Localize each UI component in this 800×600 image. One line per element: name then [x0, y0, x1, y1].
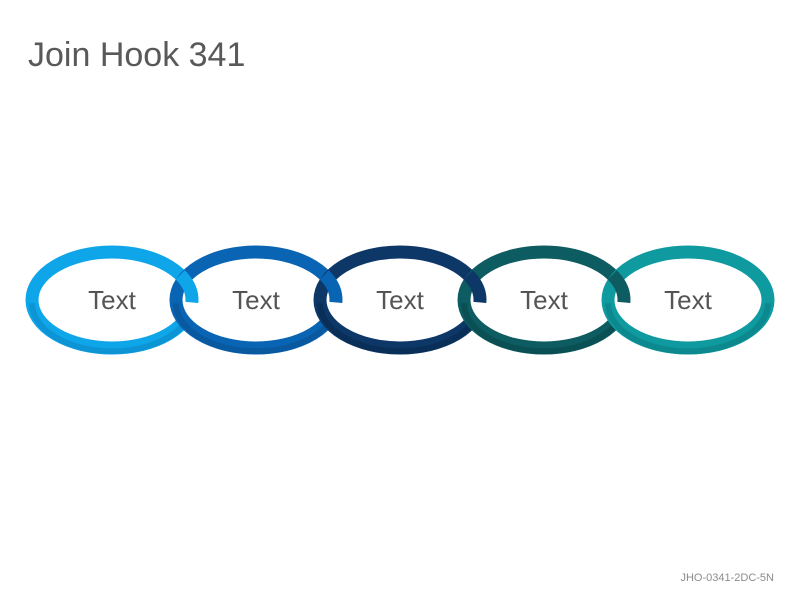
chain-link-4 — [457, 245, 631, 355]
chain-interlock-2 — [319, 270, 343, 303]
chain-interlock-1 — [175, 270, 199, 303]
chain-link-label-4: Text — [520, 285, 568, 315]
chain-ring-5 — [601, 245, 775, 355]
chain-ring-shade-5 — [605, 303, 771, 355]
chain-link-5 — [601, 245, 775, 355]
chain-link-label-3: Text — [376, 285, 424, 315]
chain-link-label-1: Text — [88, 285, 136, 315]
footer-code: JHO-0341-2DC-5N — [680, 572, 774, 584]
chain-link-label-5: Text — [664, 285, 712, 315]
chain-interlock-3 — [463, 270, 487, 303]
page-title: Join Hook 341 — [28, 36, 246, 74]
chain-link-label-2: Text — [232, 285, 280, 315]
chain-interlock-4 — [607, 270, 631, 303]
